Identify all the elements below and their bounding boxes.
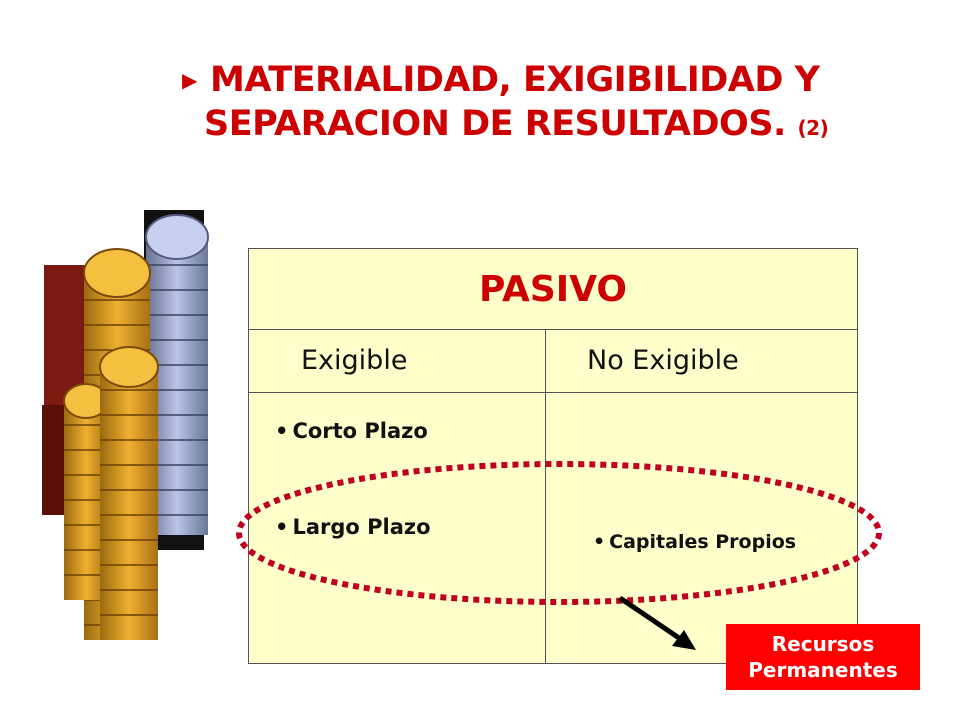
badge-line-1: Recursos: [771, 632, 875, 656]
list-item-corto-plazo: •Corto Plazo: [275, 419, 428, 443]
slide-title: ▶ MATERIALIDAD, EXIGIBILIDAD Y SEPARACION…: [182, 58, 902, 150]
recursos-permanentes-badge: Recursos Permanentes: [726, 624, 920, 690]
column-divider: [249, 392, 857, 393]
play-triangle-icon: ▶: [182, 68, 197, 92]
badge-line-2: Permanentes: [748, 658, 898, 682]
arrow-down-right-icon: [618, 595, 696, 650]
column-exigible: Exigible: [301, 345, 408, 376]
column-no-exigible: No Exigible: [587, 345, 739, 376]
coin-stacks-icon: [42, 210, 209, 640]
title-line-2: SEPARACION DE RESULTADOS. (2): [182, 102, 902, 150]
table-header: PASIVO: [478, 268, 628, 310]
dotted-ellipse-highlight: [236, 461, 882, 605]
title-text-1: MATERIALIDAD, EXIGIBILIDAD Y: [210, 60, 820, 100]
vertical-divider: [545, 329, 546, 664]
header-divider: [249, 329, 857, 330]
title-suffix: (2): [797, 116, 829, 140]
list-item-capitales-propios: •Capitales Propios: [593, 531, 797, 553]
gold-coin-stack-front: [99, 346, 159, 640]
title-text-2: SEPARACION DE RESULTADOS.: [204, 104, 786, 144]
pasivo-table: PASIVO Exigible No Exigible •Corto Plazo…: [248, 248, 858, 664]
list-item-largo-plazo: •Largo Plazo: [275, 515, 431, 539]
title-line-1: ▶ MATERIALIDAD, EXIGIBILIDAD Y: [182, 58, 902, 102]
